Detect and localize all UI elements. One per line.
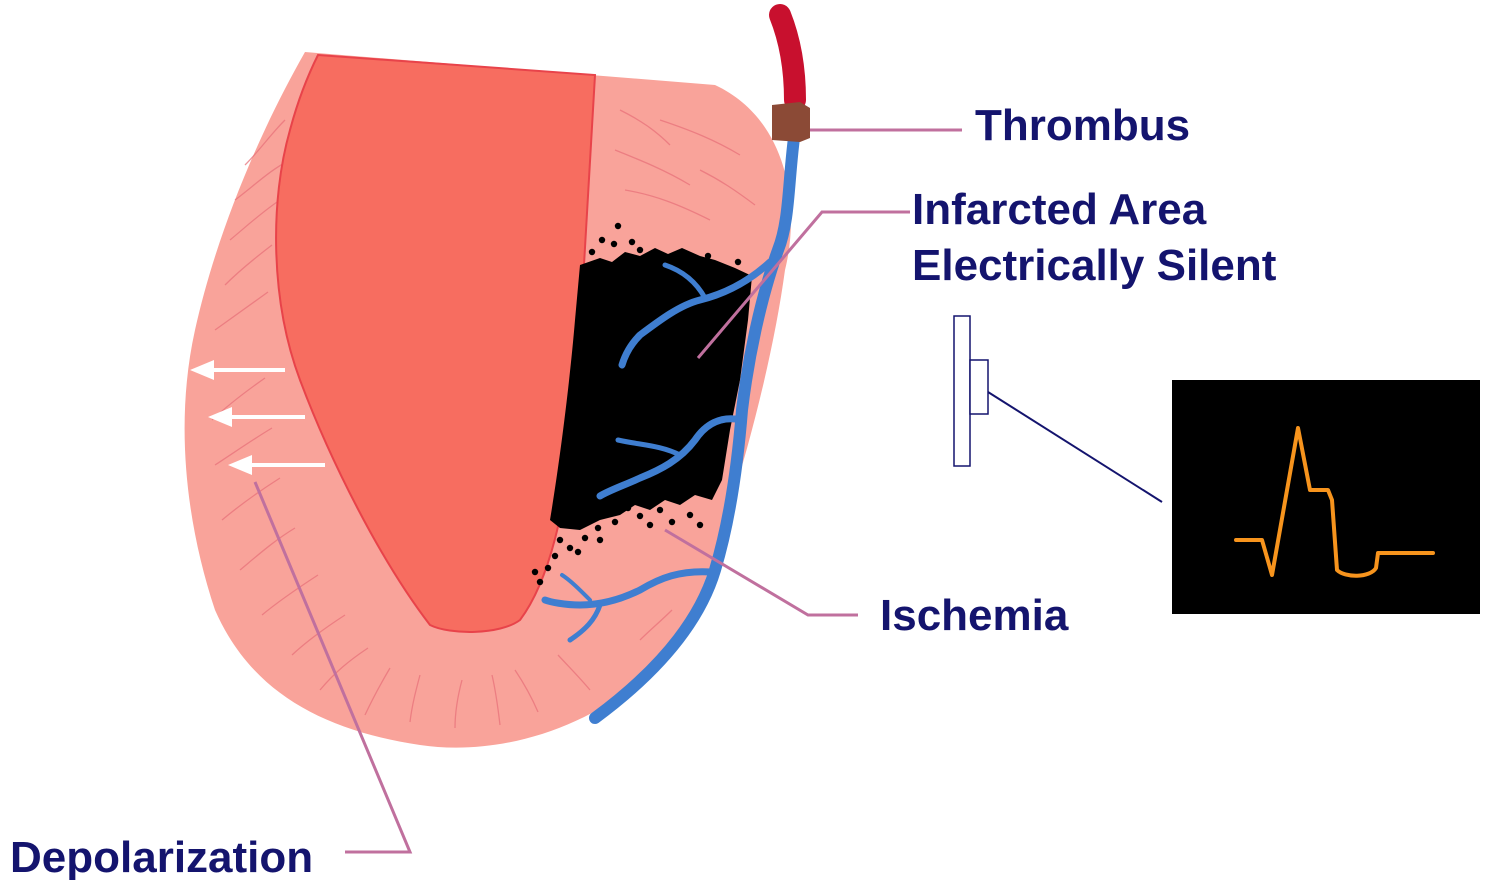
ecg-monitor bbox=[1172, 380, 1480, 614]
thrombus bbox=[772, 102, 810, 142]
electrically-silent-label: Electrically Silent bbox=[912, 241, 1277, 290]
ecg-screen bbox=[1172, 380, 1480, 614]
electrode-tab bbox=[970, 360, 988, 414]
depolarization-label: Depolarization bbox=[10, 833, 313, 880]
ischemia-label: Ischemia bbox=[880, 591, 1069, 640]
electrode-plate bbox=[954, 316, 970, 466]
electrode-wire bbox=[988, 392, 1162, 502]
electrode bbox=[954, 316, 988, 466]
thrombus-label: Thrombus bbox=[975, 101, 1190, 150]
infarcted-area-label: Infarcted Area bbox=[912, 185, 1207, 234]
proximal-artery bbox=[780, 15, 795, 100]
